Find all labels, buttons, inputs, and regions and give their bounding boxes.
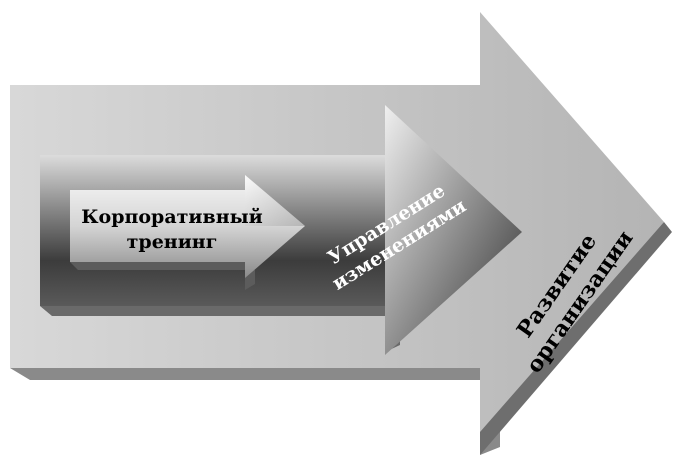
outer-arrow-bottom-side [10, 368, 500, 455]
inner-arrow [70, 175, 305, 290]
middle-arrow-bottom-side [40, 306, 400, 352]
inner-arrow-label-line-1: Корпоративный [81, 206, 263, 228]
inner-arrow-label-line-2: тренинг [127, 231, 218, 253]
inner-arrow-bottom-side [70, 262, 255, 290]
inner-arrow-head-highlight [245, 175, 305, 226]
middle-arrow-head [385, 105, 522, 355]
outer-arrow-shadow-side [480, 222, 672, 455]
